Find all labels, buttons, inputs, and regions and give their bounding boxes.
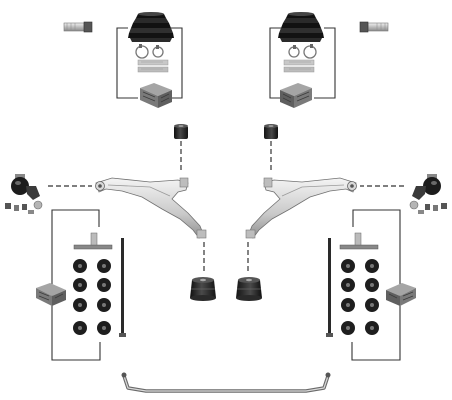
sway-bar <box>121 372 331 393</box>
